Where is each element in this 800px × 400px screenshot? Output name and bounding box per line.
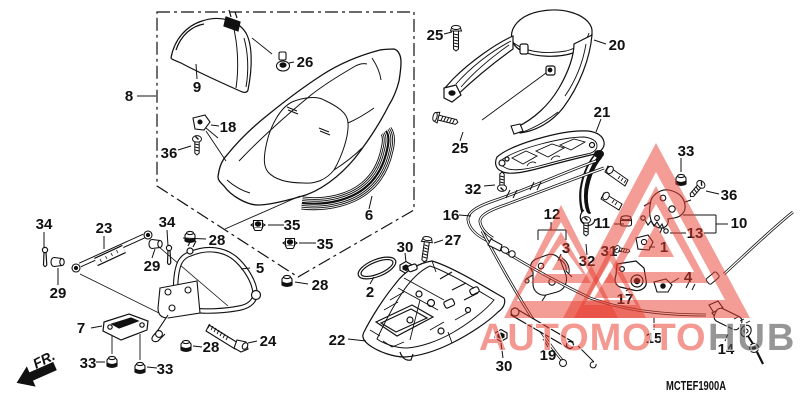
svg-text:19: 19 xyxy=(540,347,557,364)
svg-text:25: 25 xyxy=(427,27,444,44)
svg-text:23: 23 xyxy=(96,220,113,237)
svg-text:2: 2 xyxy=(366,284,374,301)
svg-text:28: 28 xyxy=(209,232,226,249)
svg-text:11: 11 xyxy=(594,215,610,232)
svg-text:28: 28 xyxy=(203,339,220,356)
svg-text:22: 22 xyxy=(329,332,346,349)
svg-text:33: 33 xyxy=(80,355,97,372)
svg-text:6: 6 xyxy=(365,207,373,224)
svg-text:24: 24 xyxy=(260,333,277,350)
svg-text:36: 36 xyxy=(721,187,738,204)
svg-text:34: 34 xyxy=(36,216,53,233)
svg-text:HUB: HUB xyxy=(708,317,796,359)
svg-text:5: 5 xyxy=(256,260,264,277)
svg-text:27: 27 xyxy=(445,232,462,249)
svg-text:35: 35 xyxy=(317,236,334,253)
svg-text:29: 29 xyxy=(144,258,161,275)
svg-text:32: 32 xyxy=(465,181,482,198)
svg-text:34: 34 xyxy=(159,214,176,231)
svg-text:33: 33 xyxy=(157,361,174,378)
svg-text:9: 9 xyxy=(193,79,201,96)
svg-text:28: 28 xyxy=(312,277,329,294)
svg-text:AUTOMOTO: AUTOMOTO xyxy=(479,317,706,359)
svg-text:26: 26 xyxy=(297,54,314,71)
svg-text:8: 8 xyxy=(125,88,133,105)
svg-text:15: 15 xyxy=(646,330,663,347)
svg-text:18: 18 xyxy=(220,119,237,136)
svg-text:30: 30 xyxy=(496,358,513,375)
svg-text:36: 36 xyxy=(161,145,178,162)
svg-text:33: 33 xyxy=(678,143,695,160)
svg-text:16: 16 xyxy=(443,207,460,224)
svg-text:21: 21 xyxy=(594,104,611,121)
svg-text:20: 20 xyxy=(609,37,626,54)
svg-text:25: 25 xyxy=(452,140,469,157)
svg-text:29: 29 xyxy=(50,285,67,302)
svg-text:10: 10 xyxy=(731,215,748,232)
svg-text:30: 30 xyxy=(397,239,414,256)
svg-text:35: 35 xyxy=(284,217,301,234)
svg-text:MCTEF1900A: MCTEF1900A xyxy=(666,379,726,393)
svg-text:7: 7 xyxy=(77,320,85,337)
svg-text:14: 14 xyxy=(718,341,735,358)
